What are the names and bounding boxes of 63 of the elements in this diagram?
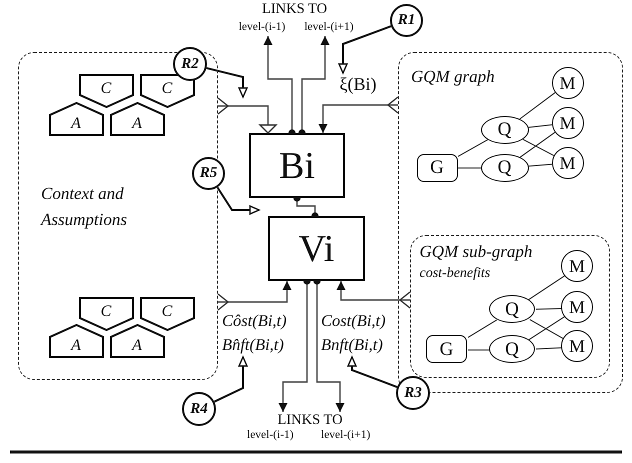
link-line [522,138,554,156]
pentagon-block: C [140,296,194,330]
dashed-panel [18,52,218,380]
pentagon-block: A [48,324,104,358]
reference-badge: R3 [396,376,430,410]
question-ellipse: Q [480,154,528,182]
leader-arrow [206,67,248,98]
panel-subtitle: cost-benefits [420,266,492,282]
pentagon-block: C [78,296,134,330]
formula-text: Bnft(Bi,t) [321,336,383,354]
panel-title: GQM graph [411,67,496,88]
panel-title: GQM sub-graph [420,242,534,262]
metric-circle: M [552,146,584,178]
formula-text: Bn̂ft(Bi,t) [222,336,284,354]
leader-arrow [347,356,398,388]
link-line [519,92,556,120]
panel-title: Context and Assumptions [41,183,128,232]
question-ellipse: Q [480,116,528,144]
formula-text: ξ(Bi) [334,73,382,95]
connector-arrow [217,97,277,134]
reference-badge: R4 [182,392,216,426]
leader-arrow [214,356,248,403]
leader-arrow [338,25,392,74]
pentagon-block: A [110,324,164,358]
level-label: level-(i+1) [321,430,370,442]
process-box: Bi [249,133,345,198]
link-line [468,319,498,338]
level-label: level-(i+1) [298,20,360,36]
pentagon-block: C [78,74,134,108]
metric-circle: M [561,250,593,282]
links-heading: LINKS TO [262,2,328,16]
formula-text: Cost(Bi,t) [321,312,386,330]
process-box: Vi [268,216,365,281]
link-line [535,308,562,310]
level-label: level-(i-1) [247,430,294,442]
links-heading: LINKS TO [264,412,356,429]
level-label: level-(i-1) [233,20,291,36]
link-line [520,132,556,158]
metric-circle: M [552,106,584,138]
reference-badge: R2 [173,47,207,81]
dashed-panel [410,234,610,378]
connector-arrow [318,96,399,133]
link-line [458,139,488,157]
link-line [528,124,553,128]
metric-circle: M [561,291,593,323]
goal-box: G [426,335,467,363]
connector-arrow [217,281,292,311]
metric-circle: M [561,330,593,362]
goal-box: G [416,154,458,182]
reference-badge: R5 [192,157,225,190]
question-ellipse: Q [489,295,535,323]
leader-arrow [216,186,260,215]
link-line [528,164,553,167]
link-line [535,347,563,350]
question-ellipse: Q [489,335,535,363]
formula-text: Côst(Bi,t) [222,312,287,330]
reference-badge: R1 [390,4,423,37]
metric-circle: M [552,66,584,98]
pentagon-block: A [48,102,104,136]
link-line [528,275,566,300]
connector-arrow [336,281,411,309]
pentagon-block: C [140,74,194,108]
pentagon-block: A [110,102,164,136]
